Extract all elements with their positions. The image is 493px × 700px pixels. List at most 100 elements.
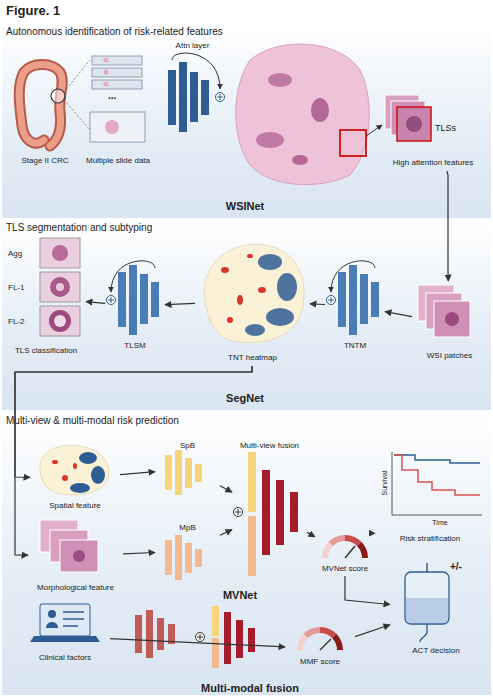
tls-thumbnails	[56, 283, 64, 291]
clinical-laptop	[63, 612, 84, 626]
tls-thumbnails	[40, 238, 80, 268]
spb-network	[185, 458, 192, 488]
node-label: TNT heatmap	[195, 353, 310, 362]
tntm-network	[327, 296, 336, 305]
node-label: TLSs	[435, 123, 480, 133]
fusion-network	[276, 480, 284, 545]
node-label: TLSM	[105, 341, 165, 350]
spatial-map	[40, 445, 109, 495]
whole-slide-image	[256, 132, 284, 148]
slide-stack	[92, 56, 142, 65]
mmf-network	[168, 624, 175, 644]
mmf-network	[224, 612, 231, 664]
wsi-patches	[418, 285, 470, 337]
tls-thumbnails	[52, 245, 68, 261]
attention-patches	[385, 95, 431, 141]
node-label: Multiple slide data	[78, 156, 158, 165]
fusion-network	[262, 470, 270, 555]
slide-stack	[92, 80, 142, 89]
node-label: High attention features	[378, 158, 488, 167]
mmf-network	[197, 634, 203, 640]
iv-bag	[406, 598, 448, 623]
panel-heading: SegNet	[180, 392, 310, 405]
colon-illustration	[51, 89, 65, 103]
wsinet-network	[168, 70, 176, 125]
node-label: TNTM	[325, 341, 385, 350]
node-label: TLS classification	[6, 346, 86, 355]
node-label: FL-2	[8, 317, 38, 326]
panel-heading: Autonomous identification of risk-relate…	[6, 26, 426, 38]
mmf-network	[248, 628, 255, 652]
tnt-heatmap	[258, 254, 282, 270]
node-label: Survival	[381, 463, 389, 503]
tls-thumbnails	[50, 277, 70, 297]
tls-thumbnails	[49, 310, 71, 332]
spatial-map	[70, 483, 90, 493]
wsinet-network	[201, 80, 209, 115]
tntm-network	[349, 265, 357, 335]
tnt-heatmap	[205, 244, 305, 342]
slide-stack	[105, 120, 119, 134]
node-label: ACT decision	[390, 646, 482, 655]
wsi-patches	[434, 301, 470, 337]
slide-stack	[104, 82, 109, 87]
tlsm-network	[118, 272, 126, 327]
fusion-network	[248, 516, 256, 576]
node-label: MMF score	[285, 657, 355, 666]
spb-network	[165, 455, 172, 490]
mmf-network	[212, 638, 219, 668]
morphology-patches	[60, 540, 98, 572]
tnt-heatmap	[205, 244, 305, 342]
tls-thumbnails	[40, 272, 80, 302]
attention-patches	[397, 107, 431, 141]
mpb-network	[195, 549, 202, 567]
tls-thumbnails	[54, 315, 66, 327]
tls-thumbnails	[40, 238, 80, 336]
tnt-heatmap	[277, 273, 297, 301]
mpb-network	[185, 543, 192, 573]
fusion-network	[290, 492, 298, 532]
node-label: SpB	[155, 441, 220, 450]
panel-heading: MVNet	[190, 589, 290, 602]
clinical-laptop	[30, 636, 100, 642]
node-label: WSI patches	[412, 351, 487, 360]
node-label: Clinical factors	[20, 653, 110, 662]
km-curve: SurvivalTimeRisk stratification	[375, 446, 485, 546]
tls-thumbnails	[40, 306, 80, 336]
slide-stack	[104, 58, 109, 63]
whole-slide-image	[340, 130, 366, 156]
whole-slide-image	[292, 155, 308, 165]
tnt-heatmap	[221, 267, 229, 273]
tntm-network	[338, 272, 346, 327]
fusion-network	[235, 509, 241, 515]
iv-bag	[426, 563, 428, 572]
node-label: FL-1	[8, 283, 38, 292]
tlsm-network	[140, 274, 148, 324]
wsinet-network	[216, 93, 225, 102]
mpb-network	[175, 535, 182, 580]
node-label: Time	[420, 519, 460, 527]
spatial-map	[62, 475, 68, 481]
clinical-laptop	[40, 604, 90, 636]
node-label: Attn layer	[160, 41, 225, 50]
clinical-laptop	[30, 604, 100, 642]
tlsm-network	[108, 297, 114, 303]
node-label: Risk stratification	[375, 534, 485, 543]
whole-slide-image	[311, 98, 329, 122]
mmf-network	[212, 606, 219, 636]
node-label: +/-	[450, 561, 480, 573]
panel-heading: WSINet	[180, 200, 310, 213]
spatial-map	[40, 445, 109, 495]
morphology-patches	[73, 550, 85, 562]
node-label: Multi-view fusion	[232, 441, 307, 450]
spatial-map	[91, 466, 105, 484]
tnt-heatmap	[258, 287, 266, 293]
spb-network	[195, 464, 202, 482]
panel-heading: TLS segmentation and subtyping	[6, 222, 426, 234]
mmf-network	[157, 618, 164, 650]
node-label: Spatial feature	[30, 501, 120, 510]
wsinet-network	[179, 62, 187, 132]
mmf-network	[236, 620, 243, 658]
mpb-network	[165, 540, 172, 575]
fusion-network	[234, 508, 243, 517]
